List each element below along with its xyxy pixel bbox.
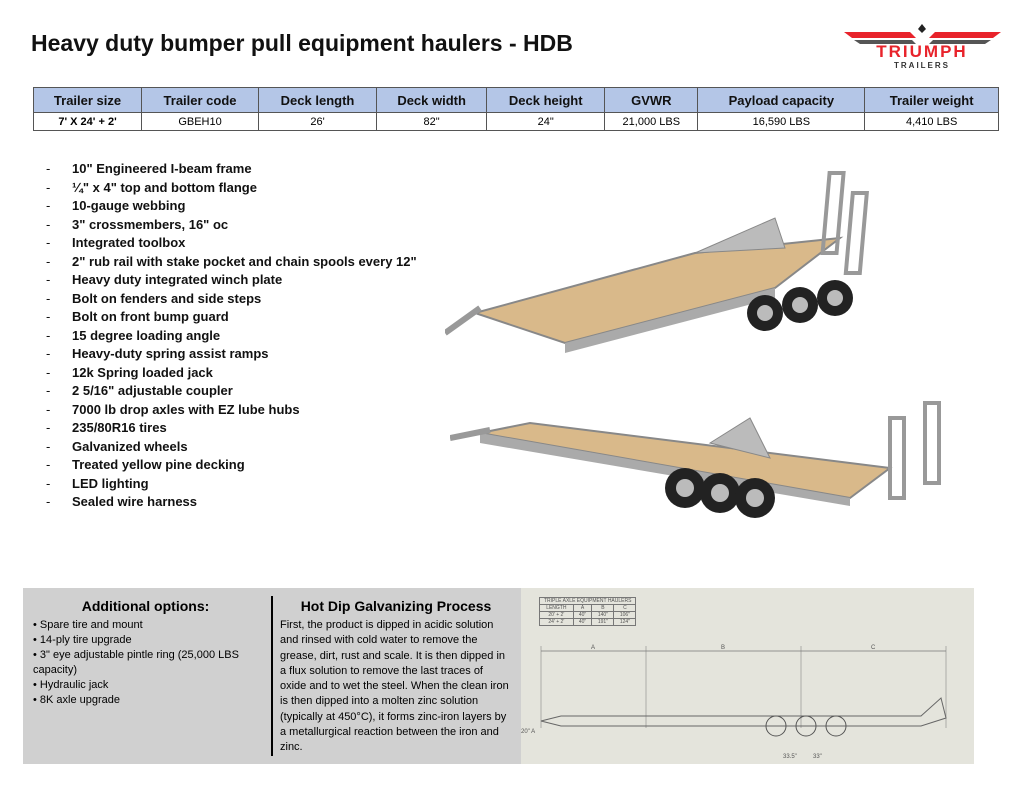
option-item: 14-ply tire upgrade [33, 633, 268, 648]
feature-item: 235/80R16 tires [46, 419, 417, 438]
trailer-image-rear [445, 171, 869, 353]
cell: 7' X 24' + 2' [32, 112, 143, 131]
dim-label-b: B [721, 645, 725, 651]
feature-item: 10-gauge webbing [46, 197, 417, 216]
bottom-panel: Additional options: Spare tire and mount… [23, 588, 974, 764]
feature-item: Heavy duty integrated winch plate [46, 271, 417, 290]
cell: 26' [257, 112, 378, 131]
cell: 24" [486, 112, 606, 131]
feature-list: 10" Engineered I-beam frame¼" x 4" top a… [46, 160, 417, 512]
options-list: Spare tire and mount14-ply tire upgrade3… [23, 618, 268, 708]
feature-item: Heavy-duty spring assist ramps [46, 345, 417, 364]
dim-label-height: 20" A [521, 729, 535, 735]
page-title: Heavy duty bumper pull equipment haulers… [31, 30, 573, 56]
cell: 4,410 LBS [864, 112, 999, 131]
option-item: Spare tire and mount [33, 618, 268, 633]
header-cell: Payload capacity [697, 87, 866, 113]
trailer-image-front [450, 401, 941, 518]
feature-item: 3" crossmembers, 16" oc [46, 216, 417, 235]
cell: 24' + 2' [539, 618, 574, 626]
dim-label-d1: 33.5" [783, 754, 797, 760]
svg-text:TRAILERS: TRAILERS [894, 61, 950, 70]
feature-item: Galvanized wheels [46, 438, 417, 457]
cell: 16,590 LBS [697, 112, 866, 131]
cell: 124" [613, 618, 637, 626]
galvanizing-section: Hot Dip Galvanizing Process First, the p… [280, 588, 512, 756]
cell: GBEH10 [141, 112, 259, 131]
header-cell: Trailer weight [864, 87, 999, 113]
option-item: 8K axle upgrade [33, 693, 268, 708]
feature-item: Bolt on front bump guard [46, 308, 417, 327]
feature-item: Bolt on fenders and side steps [46, 290, 417, 309]
options-title: Additional options: [81, 598, 210, 614]
feature-item: ¼" x 4" top and bottom flange [46, 179, 417, 198]
dim-label-a: A [591, 645, 595, 651]
feature-item: Sealed wire harness [46, 493, 417, 512]
cell: 21,000 LBS [604, 112, 699, 131]
additional-options: Additional options: Spare tire and mount… [23, 588, 268, 764]
header-cell: Trailer size [32, 87, 143, 113]
option-item: Hydraulic jack [33, 678, 268, 693]
header-cell: Deck width [376, 87, 488, 113]
svg-text:TRIUMPH: TRIUMPH [876, 42, 967, 61]
header-cell: Deck length [257, 87, 378, 113]
feature-item: 15 degree loading angle [46, 327, 417, 346]
galvanizing-title: Hot Dip Galvanizing Process [300, 598, 492, 614]
galvanizing-text: First, the product is dipped in acidic s… [280, 619, 509, 754]
table-row: 7' X 24' + 2' GBEH10 26' 82" 24" 21,000 … [32, 112, 999, 131]
option-item: 3" eye adjustable pintle ring (25,000 LB… [33, 648, 268, 678]
feature-item: Treated yellow pine decking [46, 456, 417, 475]
dim-label-c: C [871, 645, 876, 651]
dim-label-d2: 33" [813, 754, 822, 760]
feature-item: 12k Spring loaded jack [46, 364, 417, 383]
feature-item: 10" Engineered I-beam frame [46, 160, 417, 179]
header-cell: Trailer code [141, 87, 259, 113]
feature-item: 2 5/16" adjustable coupler [46, 382, 417, 401]
feature-item: Integrated toolbox [46, 234, 417, 253]
spec-table-header: Trailer size Trailer code Deck length De… [32, 87, 999, 113]
spec-table: Trailer size Trailer code Deck length De… [32, 87, 999, 131]
feature-item: LED lighting [46, 475, 417, 494]
divider [271, 596, 273, 756]
cell: 82" [376, 112, 488, 131]
feature-item: 7000 lb drop axles with EZ lube hubs [46, 401, 417, 420]
header-cell: Deck height [486, 87, 606, 113]
feature-item: 2" rub rail with stake pocket and chain … [46, 253, 417, 272]
header-cell: GVWR [604, 87, 699, 113]
triumph-logo: TRIUMPH TRAILERS [840, 22, 1005, 70]
